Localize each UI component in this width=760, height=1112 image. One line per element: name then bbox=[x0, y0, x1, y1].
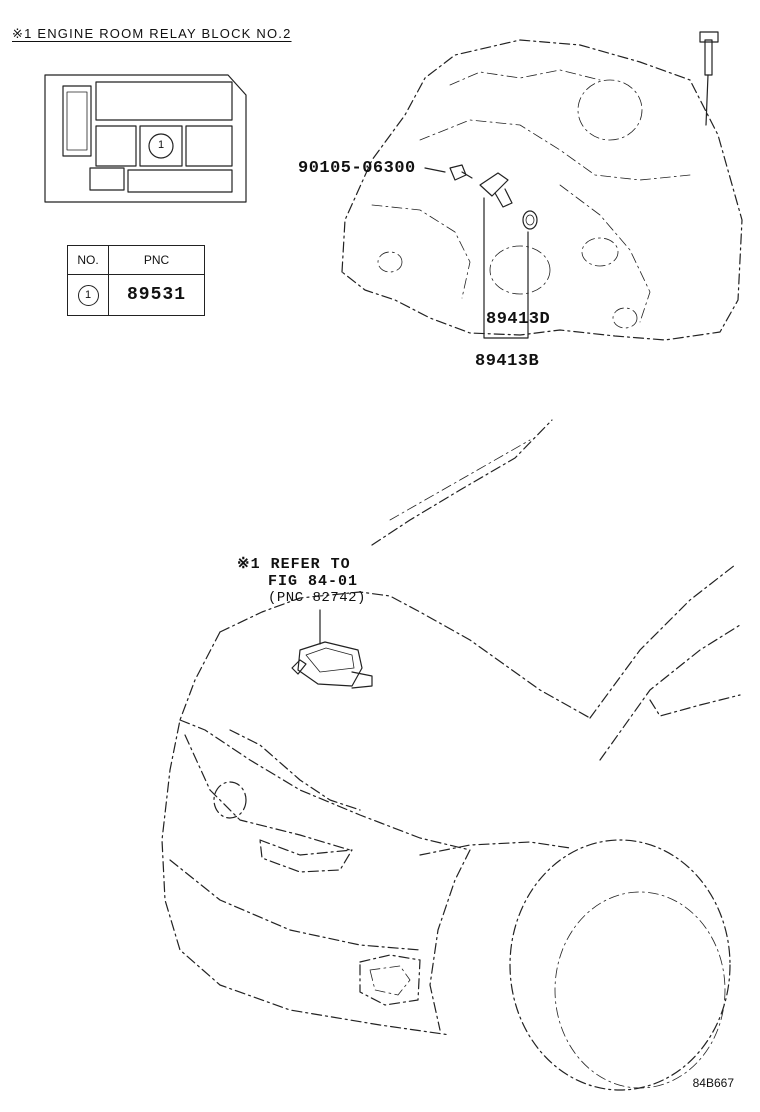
illustration-code: 84B667 bbox=[692, 1076, 734, 1090]
reference-note-line2[interactable]: FIG 84-01 bbox=[268, 573, 359, 590]
relay-block-title: ※1 ENGINE ROOM RELAY BLOCK NO.2 bbox=[12, 26, 292, 41]
relay-block-in-vehicle bbox=[291, 609, 373, 689]
callout-sensor-d[interactable]: 89413D bbox=[486, 310, 551, 329]
pnc-table: NO. PNC 1 89531 bbox=[67, 245, 205, 316]
pnc-row-number: 1 bbox=[77, 284, 99, 306]
pnc-table-header-pnc: PNC bbox=[108, 245, 205, 275]
table-row: 1 89531 bbox=[67, 274, 205, 316]
transmission-outline bbox=[341, 31, 743, 341]
reference-note: ※1 REFER TO FIG 84-01 (PNC 82742) bbox=[237, 556, 366, 607]
reference-note-line1: ※1 REFER TO bbox=[237, 556, 351, 573]
speed-sensor-parts bbox=[424, 164, 538, 339]
pnc-row-value[interactable]: 89531 bbox=[126, 285, 186, 305]
vehicle-outline bbox=[161, 419, 741, 1091]
callout-sensor-b[interactable]: 89413B bbox=[475, 352, 540, 371]
pnc-table-header-no: NO. bbox=[67, 245, 109, 275]
relay-slot-label: 1 bbox=[158, 139, 165, 151]
callout-bolt[interactable]: 90105-06300 bbox=[298, 159, 416, 178]
relay-block-diagram bbox=[44, 74, 247, 203]
reference-note-line3: (PNC 82742) bbox=[268, 590, 366, 606]
